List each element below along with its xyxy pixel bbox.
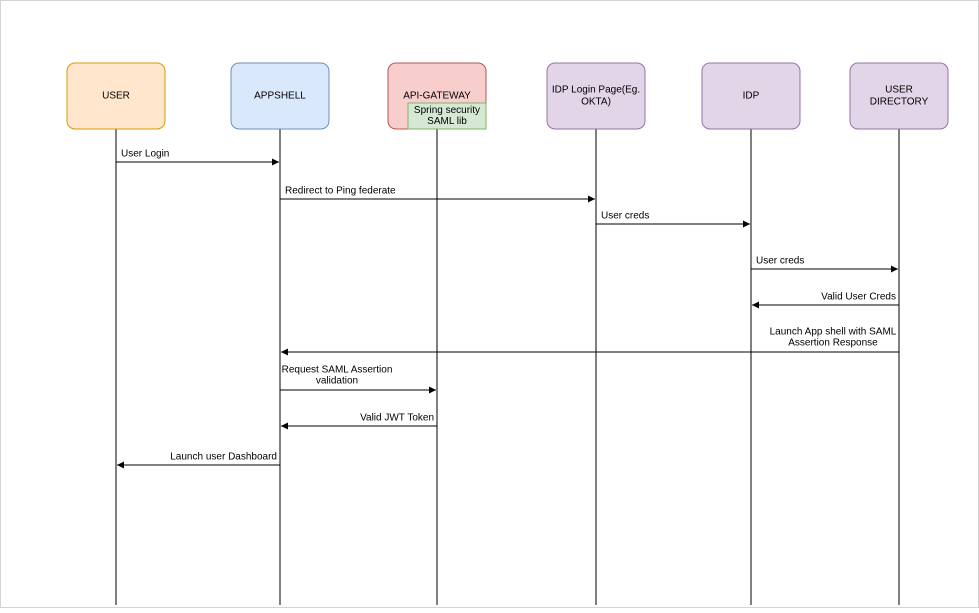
sub-box-label-api-gateway: SAML lib bbox=[427, 116, 467, 127]
message-9: Launch user Dashboard bbox=[117, 452, 280, 469]
message-2: Redirect to Ping federate bbox=[280, 186, 595, 203]
message-8: Valid JWT Token bbox=[281, 413, 437, 430]
participant-idp[interactable]: IDP bbox=[701, 62, 801, 130]
participant-idp-login-page[interactable]: IDP Login Page(Eg.OKTA) bbox=[546, 62, 646, 130]
participant-box-appshell bbox=[230, 62, 330, 130]
message-label-5: Valid User Creds bbox=[821, 292, 896, 303]
participant-label-idp-login-page: OKTA) bbox=[581, 97, 611, 108]
participant-label-user-directory: USER bbox=[885, 85, 913, 96]
message-label-7: validation bbox=[316, 376, 358, 387]
message-label-4: User creds bbox=[756, 256, 804, 267]
participant-label-api-gateway: API-GATEWAY bbox=[403, 91, 471, 102]
participant-box-user-directory bbox=[849, 62, 949, 130]
participant-appshell[interactable]: APPSHELL bbox=[230, 62, 330, 130]
message-label-7: Request SAML Assertion bbox=[282, 365, 393, 376]
sub-box-api-gateway bbox=[407, 102, 487, 130]
message-3: User creds bbox=[596, 211, 750, 228]
message-label-3: User creds bbox=[601, 211, 649, 222]
participant-label-user: USER bbox=[102, 91, 130, 102]
message-label-2: Redirect to Ping federate bbox=[285, 186, 396, 197]
participant-label-idp: IDP bbox=[743, 91, 760, 102]
participant-label-appshell: APPSHELL bbox=[254, 91, 306, 102]
participant-box-idp-login-page bbox=[546, 62, 646, 130]
message-4: User creds bbox=[751, 256, 898, 273]
message-label-9: Launch user Dashboard bbox=[170, 452, 277, 463]
sub-box-label-api-gateway: Spring security bbox=[414, 105, 480, 116]
message-5: Valid User Creds bbox=[752, 292, 899, 309]
participant-box-idp bbox=[701, 62, 801, 130]
participant-box-user bbox=[66, 62, 166, 130]
message-label-8: Valid JWT Token bbox=[360, 413, 434, 424]
participant-label-user-directory: DIRECTORY bbox=[870, 97, 929, 108]
participant-label-idp-login-page: IDP Login Page(Eg. bbox=[552, 85, 640, 96]
message-1: User Login bbox=[116, 149, 279, 166]
message-label-6: Launch App shell with SAML bbox=[770, 327, 897, 338]
message-label-6: Assertion Response bbox=[788, 338, 878, 349]
participant-user[interactable]: USER bbox=[66, 62, 166, 130]
message-label-1: User Login bbox=[121, 149, 169, 160]
